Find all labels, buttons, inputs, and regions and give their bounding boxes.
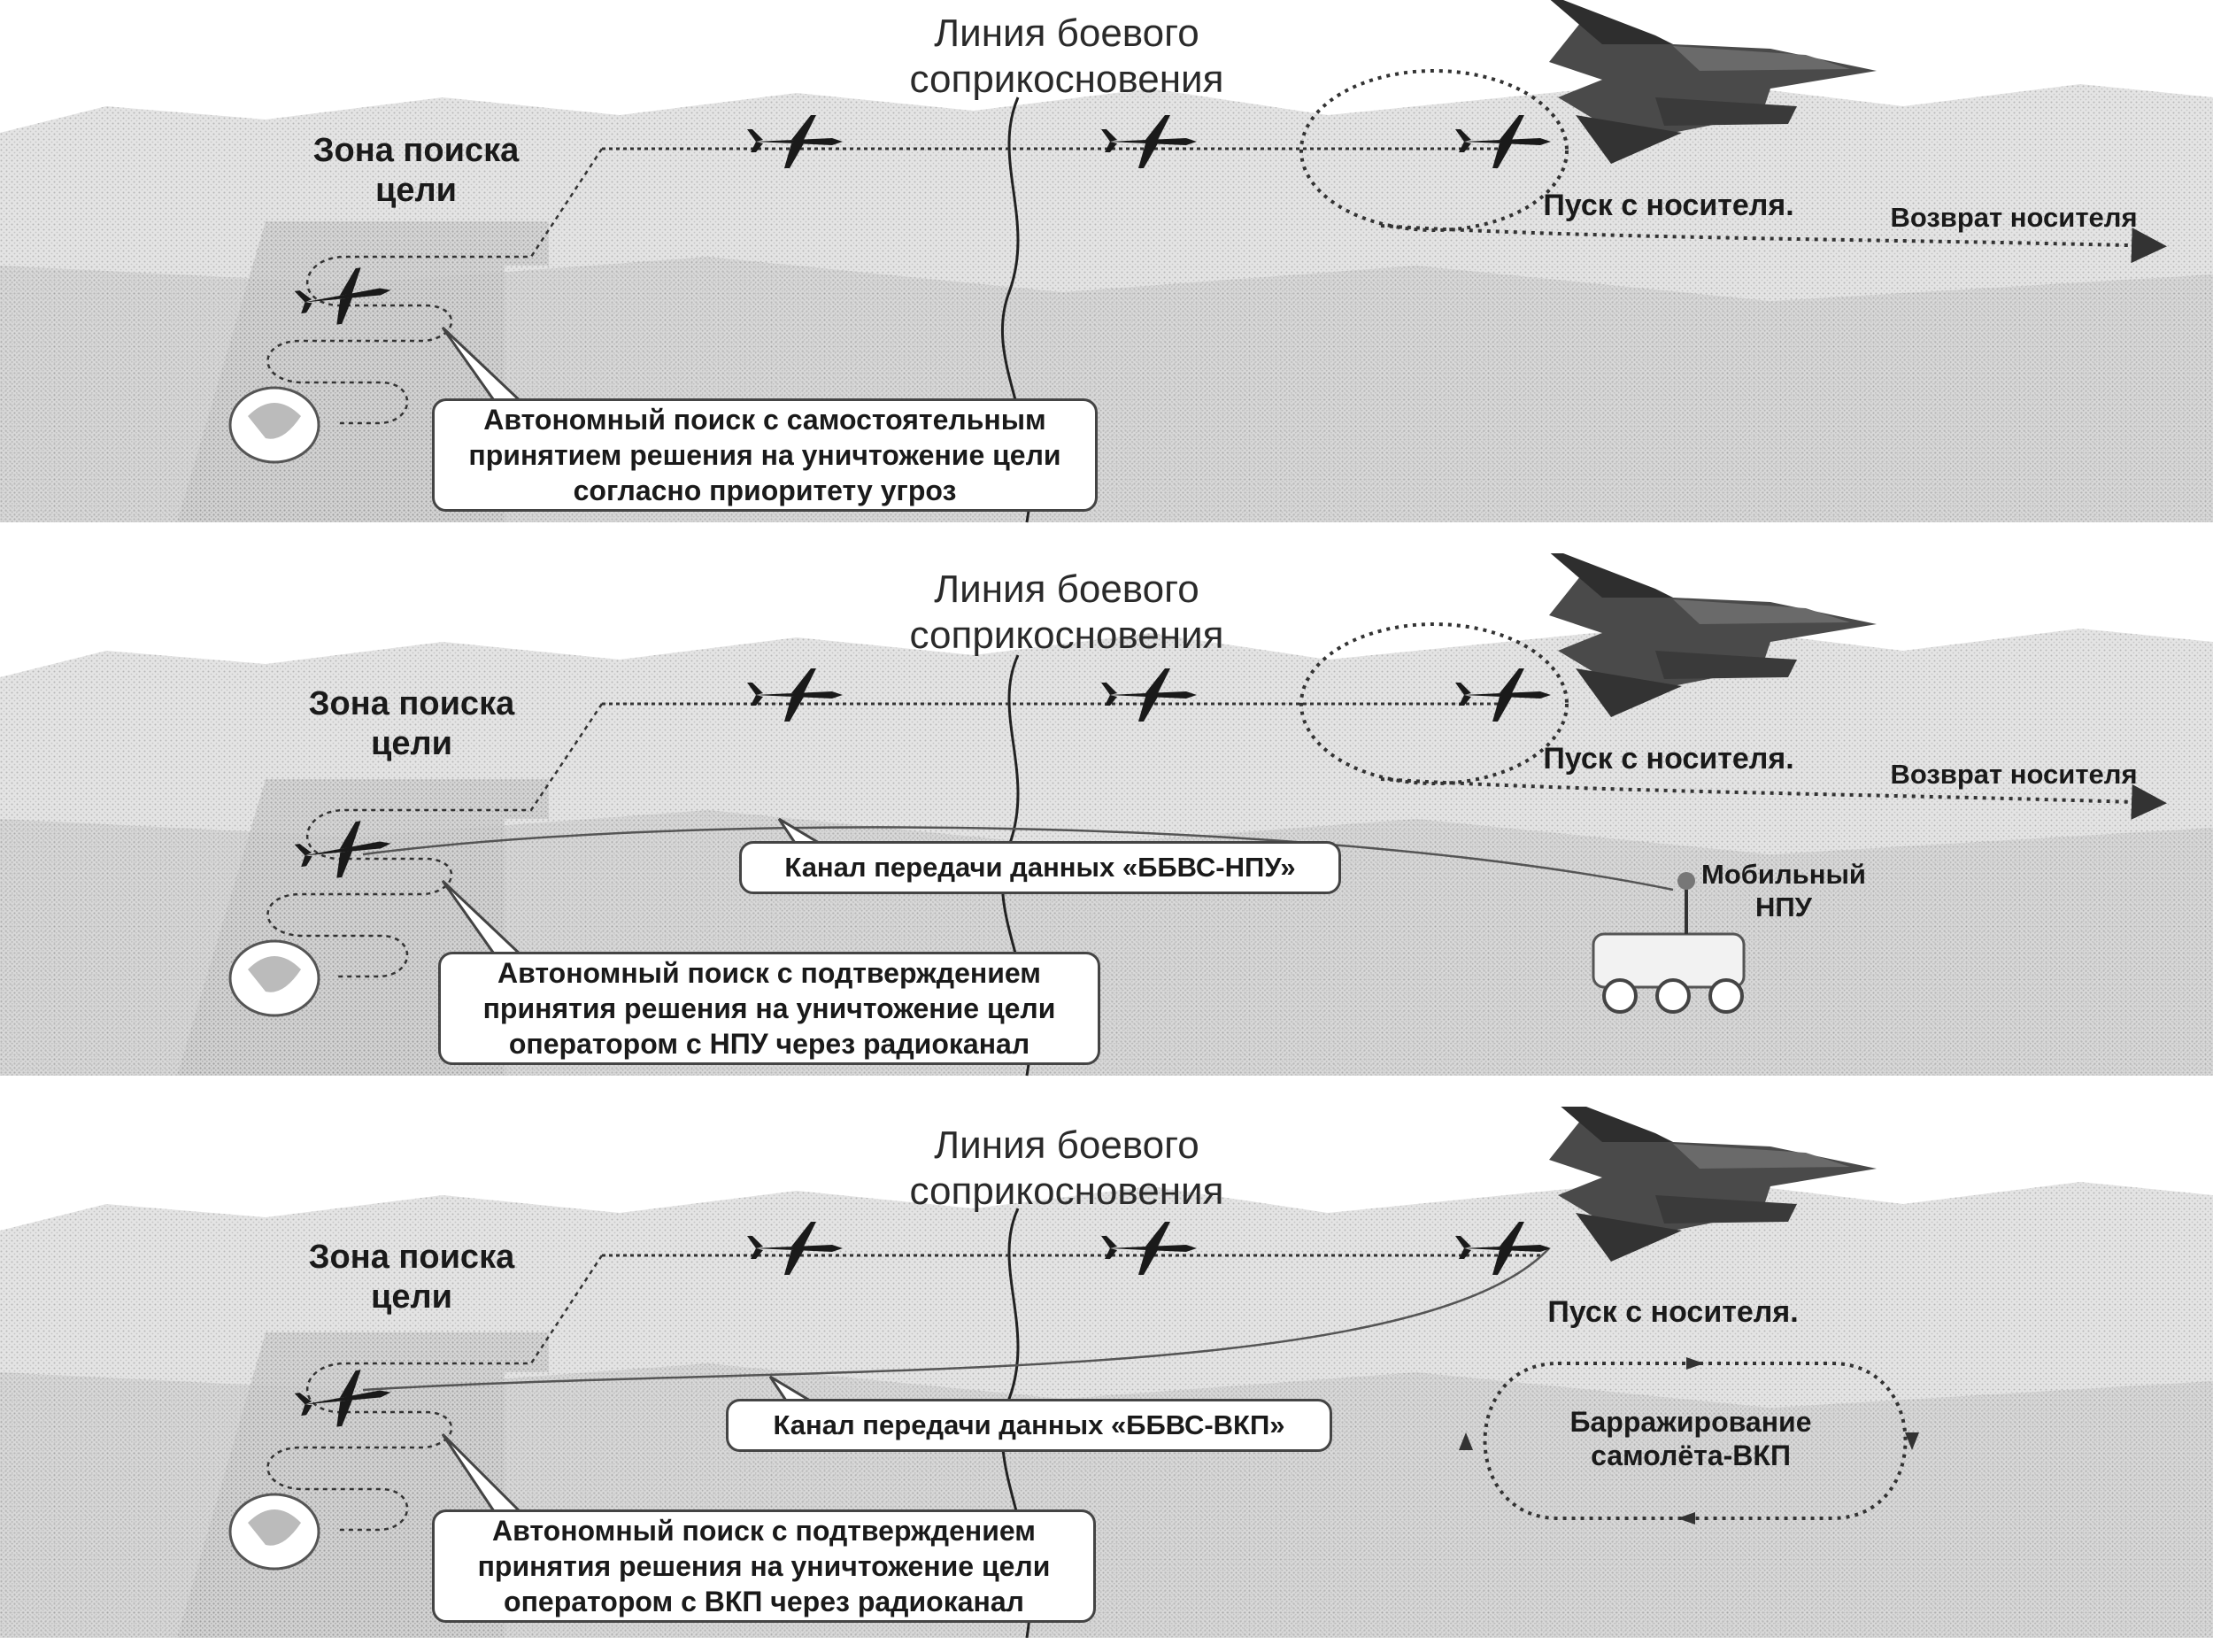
front-line-label-1: Линия боевого xyxy=(934,567,1199,611)
scene-1: Линия боевого соприкосновения Зона поиск… xyxy=(0,0,2213,531)
search-zone-label: Зона поиска цели xyxy=(292,131,540,211)
launch-label: Пуск с носителя. xyxy=(1547,1295,1799,1329)
data-channel-label: Канал передачи данных «ББВС-ВКП» xyxy=(773,1409,1285,1440)
data-channel-callout: Канал передачи данных «ББВС-ВКП» xyxy=(726,1399,1332,1452)
data-channel-label: Канал передачи данных «ББВС-НПУ» xyxy=(784,851,1296,883)
front-line-label-1: Линия боевого xyxy=(934,12,1199,55)
carrier-return-label: Возврат носителя xyxy=(1890,202,2138,233)
front-line-label-2: соприкосновения xyxy=(909,613,1224,657)
ground-station-icon xyxy=(1592,872,1746,1014)
search-zone-label-1: Зона поиска xyxy=(312,132,520,169)
autonomous-line-1: Автономный поиск с самостоятельным xyxy=(483,404,1046,436)
search-zone-label-1: Зона поиска xyxy=(308,685,515,722)
front-line-label-1: Линия боевого xyxy=(934,1123,1199,1167)
autonomous-search-callout: Автономный поиск с подтверждением принят… xyxy=(438,952,1100,1065)
autonomous-line-3: оператором с ВКП через радиоканал xyxy=(504,1586,1024,1617)
search-zone-label: Зона поиска цели xyxy=(288,684,536,764)
autonomous-search-callout: Автономный поиск с самостоятельным приня… xyxy=(432,398,1098,512)
mobile-station-label: Мобильный НПУ xyxy=(1686,859,1881,923)
data-channel-callout: Канал передачи данных «ББВС-НПУ» xyxy=(739,841,1341,894)
front-line-label-2: соприкосновения xyxy=(909,1169,1224,1213)
autonomous-line-2: принятия решения на уничтожение цели xyxy=(482,992,1056,1024)
search-zone-label: Зона поиска цели xyxy=(288,1238,536,1317)
search-zone-label-2: цели xyxy=(375,171,457,209)
loiter-label-1: Барражирование xyxy=(1569,1406,1812,1438)
search-zone-label-2: цели xyxy=(371,1278,452,1316)
autonomous-line-1: Автономный поиск с подтверждением xyxy=(492,1515,1036,1547)
loiter-label-2: самолёта-ВКП xyxy=(1591,1439,1791,1471)
front-line-label: Линия боевого соприкосновения xyxy=(872,1123,1261,1215)
autonomous-line-2: принятием решения на уничтожение цели xyxy=(468,439,1061,471)
scene-3: Линия боевого соприкосновения Зона поиск… xyxy=(0,1107,2213,1638)
scene-2: Линия боевого соприкосновения Зона поиск… xyxy=(0,553,2213,1085)
carrier-return-label: Возврат носителя xyxy=(1890,759,2138,790)
autonomous-line-2: принятия решения на уничтожение цели xyxy=(477,1550,1051,1582)
search-zone-label-2: цели xyxy=(371,724,452,762)
launch-label: Пуск с носителя. xyxy=(1543,189,1794,222)
front-line-label: Линия боевого соприкосновения xyxy=(872,567,1261,659)
autonomous-line-3: оператором с НПУ через радиоканал xyxy=(508,1028,1030,1060)
launch-label: Пуск с носителя. xyxy=(1543,742,1794,776)
mobile-station-label-1: Мобильный xyxy=(1701,859,1866,890)
search-zone-label-1: Зона поиска xyxy=(308,1239,515,1276)
front-line-label-2: соприкосновения xyxy=(909,57,1224,101)
mobile-station-label-2: НПУ xyxy=(1755,891,1812,922)
autonomous-line-1: Автономный поиск с подтверждением xyxy=(497,957,1041,989)
loiter-label: Барражирование самолёта-ВКП xyxy=(1523,1406,1859,1473)
autonomous-search-callout: Автономный поиск с подтверждением принят… xyxy=(432,1509,1096,1623)
autonomous-line-3: согласно приоритету угроз xyxy=(573,475,957,506)
front-line-label: Линия боевого соприкосновения xyxy=(872,11,1261,103)
